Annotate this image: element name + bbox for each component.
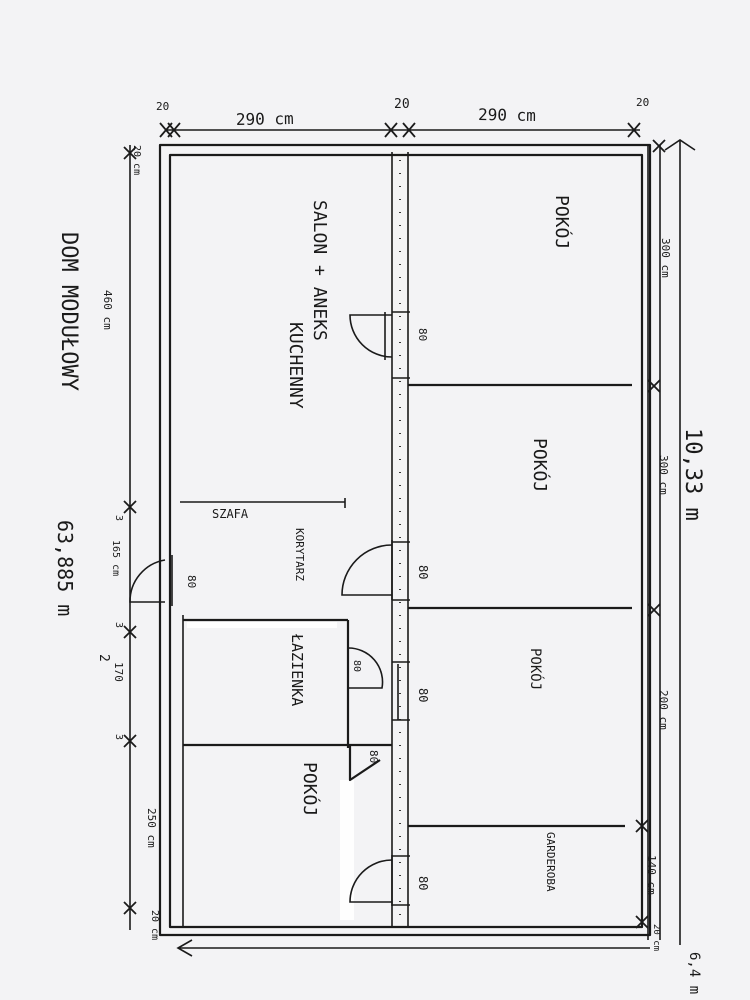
dim-total-width: 6,4 m	[686, 952, 702, 994]
dim-left-1: 20 cm	[131, 145, 142, 175]
room-pokoj-4: POKÓJ	[299, 762, 321, 816]
room-szafa: SZAFA	[212, 507, 249, 521]
dim-total-length: 10,33 m	[680, 428, 705, 521]
door-label-1: 80	[416, 328, 429, 341]
room-pokoj-1: POKÓJ	[551, 195, 573, 249]
room-garderoba: GARDEROBA	[544, 832, 557, 892]
dim-top-right: 290 cm	[478, 105, 536, 125]
dim-ticks-left	[123, 146, 137, 915]
whiteout-correction	[340, 780, 354, 920]
dim-left-8: 250 cm	[145, 808, 158, 848]
plan-area-exponent: 2	[96, 654, 111, 662]
wall-20-center: 20	[394, 97, 410, 112]
room-korytarz: KORYTARZ	[293, 528, 306, 581]
dim-left-3: 3	[113, 515, 124, 521]
door-label-7: 80	[416, 876, 430, 890]
dim-ticks-top	[159, 122, 641, 138]
dim-right-5: 20 cm	[651, 924, 661, 951]
door-label-6: 80	[367, 750, 380, 763]
dim-right-3: 200 cm	[657, 690, 670, 730]
dim-right-2: 300 cm	[657, 455, 670, 495]
room-salon-line1: SALON + ANEKS	[309, 200, 330, 341]
room-pokoj-3: POKÓJ	[527, 648, 545, 690]
dim-left-9: 20 cm	[149, 910, 160, 940]
dim-left-5: 3	[113, 622, 124, 628]
dim-right-1: 300 cm	[659, 238, 672, 278]
plan-area: 63,885 m	[53, 520, 77, 616]
door-garderoba	[349, 855, 393, 906]
dim-left-7: 3	[113, 734, 124, 740]
outer-wall-inner-outline	[168, 153, 644, 929]
door-korytarz	[341, 540, 393, 600]
room-pokoj-2: POKÓJ	[529, 438, 551, 492]
dim-left-6: 170	[112, 662, 125, 682]
door-pokoj-4	[348, 745, 381, 782]
room-lazienka: ŁAZIENKA	[288, 633, 306, 706]
dim-left-2: 460 cm	[101, 290, 114, 330]
dim-left-4: 165 cm	[110, 540, 121, 576]
outer-wall-outline	[158, 143, 652, 937]
door-label-5: 80	[416, 688, 430, 702]
door-label-4: 80	[351, 660, 362, 672]
plan-title: DOM MODUŁOWY	[56, 232, 81, 391]
wall-20-left: 20	[156, 100, 169, 113]
wall-20-right: 20	[636, 96, 649, 109]
dim-ticks-right	[635, 139, 666, 929]
dim-right-4: 140 cm	[645, 855, 658, 895]
door-label-2: 80	[416, 565, 430, 579]
door-salon	[349, 312, 393, 360]
dim-top-left: 290 cm	[236, 109, 294, 129]
arrow-top-right	[664, 139, 696, 151]
door-label-3: 80	[185, 575, 198, 588]
door-lazienka	[347, 647, 384, 689]
room-salon-line2: KUCHENNY	[285, 322, 306, 409]
